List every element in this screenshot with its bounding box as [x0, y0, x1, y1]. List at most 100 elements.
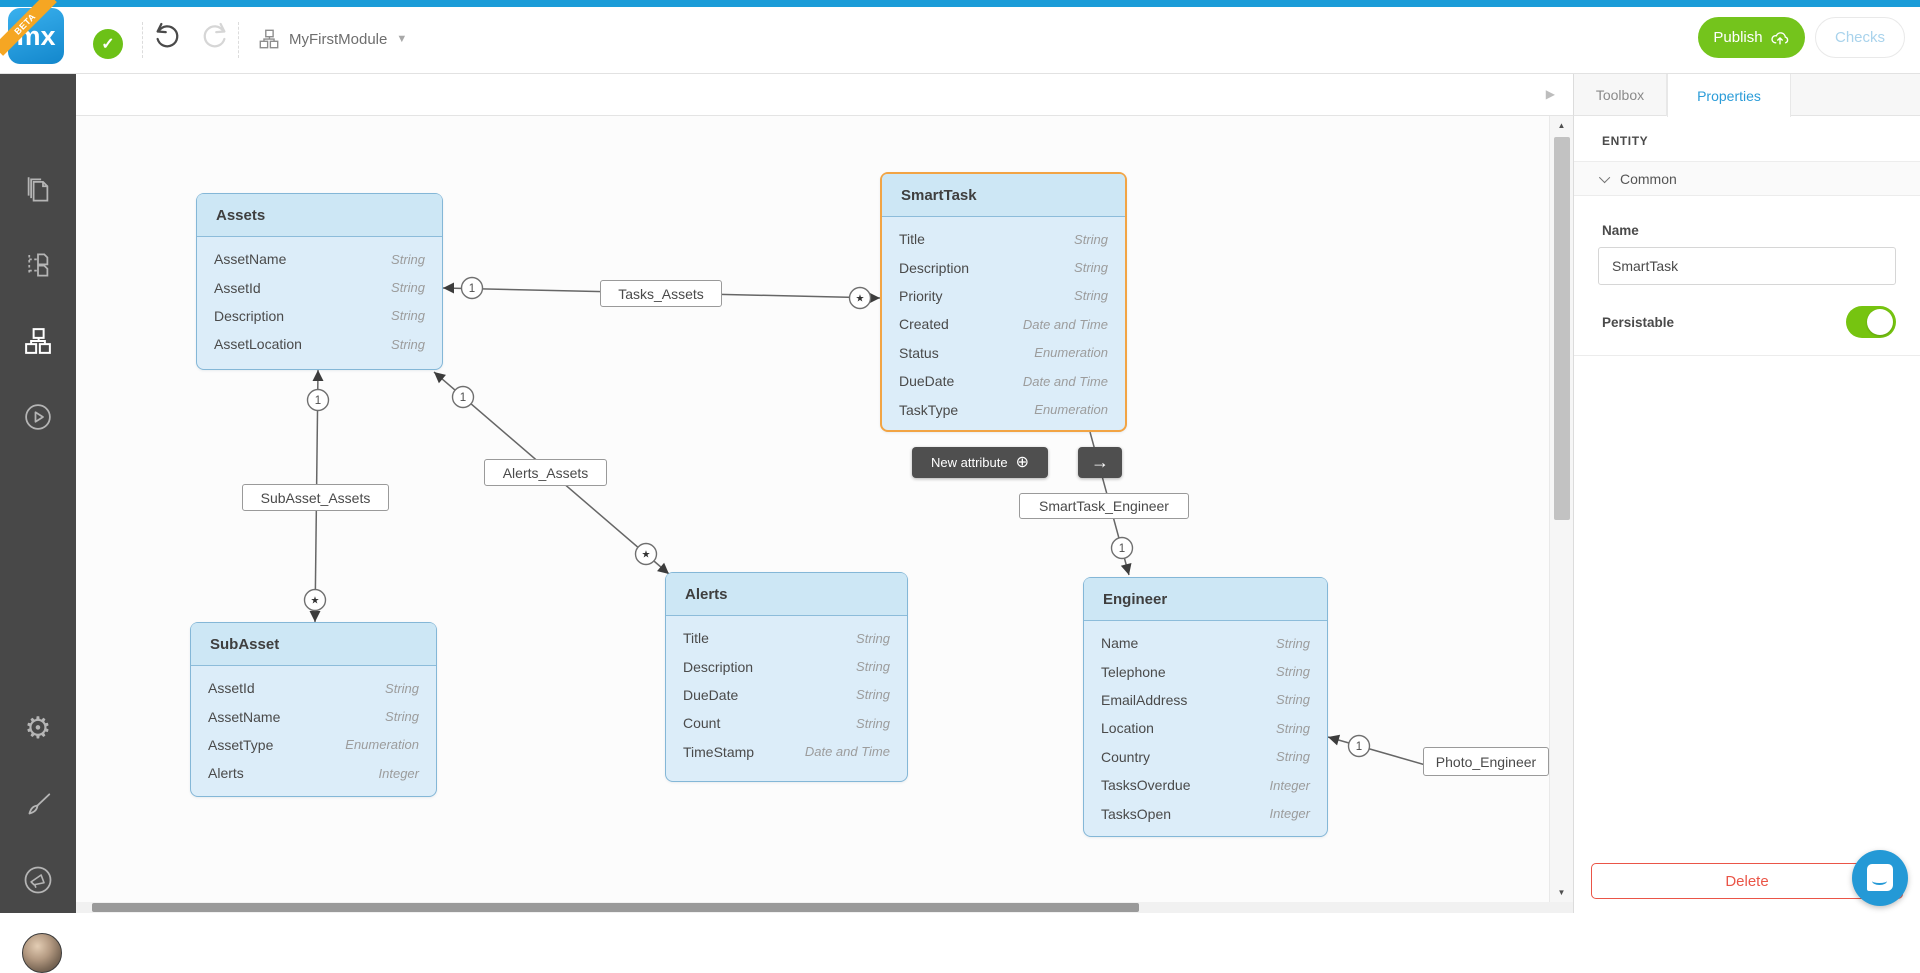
redo-button[interactable]: [200, 19, 236, 59]
association-label-alerts_assets[interactable]: Alerts_Assets: [484, 459, 607, 486]
paintbrush-icon: [28, 793, 51, 815]
module-selector[interactable]: MyFirstModule ▼: [258, 21, 407, 57]
attribute-type: String: [1074, 288, 1108, 304]
attribute-type: String: [856, 630, 890, 646]
vertical-scroll-thumb[interactable]: [1554, 137, 1570, 520]
attribute-name: Country: [1101, 748, 1151, 765]
attribute-type: String: [856, 659, 890, 675]
attribute-type: Enumeration: [345, 737, 419, 753]
attribute-type: String: [1276, 692, 1310, 708]
mendix-logo[interactable]: mx BETA: [0, 0, 64, 64]
play-circle-icon: [25, 404, 51, 430]
association-label-photo_engineer[interactable]: Photo_Engineer: [1423, 747, 1549, 776]
association-label-smarttask_engineer[interactable]: SmartTask_Engineer: [1019, 493, 1189, 519]
user-avatar[interactable]: [22, 933, 62, 973]
sidebar-item-theme[interactable]: [23, 790, 53, 820]
canvas-horizontal-scrollbar[interactable]: [76, 902, 1573, 913]
model-status-check-button[interactable]: ✓: [93, 29, 123, 59]
sidebar-item-feedback[interactable]: [23, 865, 53, 895]
publish-button[interactable]: Publish: [1698, 17, 1805, 58]
new-attribute-button[interactable]: New attribute⊕: [912, 447, 1048, 478]
attribute-type: Date and Time: [1022, 316, 1108, 332]
tab-properties-label: Properties: [1697, 87, 1761, 104]
scroll-down-icon[interactable]: ▼: [1557, 888, 1566, 897]
redo-icon: [203, 22, 226, 48]
gear-icon: ⚙: [24, 712, 52, 745]
tab-properties[interactable]: Properties: [1667, 74, 1791, 117]
toggle-knob: [1867, 309, 1893, 335]
persistable-label: Persistable: [1602, 314, 1675, 330]
association-label-tasks_assets[interactable]: Tasks_Assets: [600, 280, 722, 307]
undo-button[interactable]: [152, 19, 188, 59]
sidebar-item-pages[interactable]: [23, 175, 53, 205]
sidebar-item-domain-model[interactable]: [23, 326, 53, 356]
attribute-name: Location: [1101, 720, 1154, 737]
canvas-vertical-scrollbar[interactable]: ▲ ▼: [1549, 116, 1573, 902]
entity-title: Alerts: [666, 573, 907, 616]
widgets-icon: [28, 253, 49, 277]
new-association-button[interactable]: →: [1078, 447, 1122, 478]
entity-title: SubAsset: [191, 623, 436, 666]
scroll-up-icon[interactable]: ▲: [1557, 121, 1566, 130]
svg-text:1: 1: [1356, 741, 1362, 753]
attribute-type: String: [391, 336, 425, 352]
collapse-panel-icon[interactable]: ▶: [1545, 87, 1555, 101]
checks-label: Checks: [1834, 29, 1886, 46]
checks-button[interactable]: Checks: [1815, 17, 1905, 58]
attribute-name: AssetId: [214, 279, 261, 296]
sidebar-item-settings[interactable]: ⚙: [23, 714, 53, 744]
separator: [142, 22, 143, 58]
entity-name-input[interactable]: [1598, 247, 1896, 285]
section-divider: [1574, 355, 1920, 356]
horizontal-scroll-thumb[interactable]: [92, 903, 1139, 912]
association-label-subasset_assets[interactable]: SubAsset_Assets: [242, 484, 389, 511]
chat-widget-button[interactable]: [1852, 850, 1908, 906]
domain-model-icon: [25, 328, 51, 354]
persistable-toggle[interactable]: [1846, 306, 1896, 338]
sidebar-item-microflows[interactable]: [23, 402, 53, 432]
section-common-header[interactable]: Common: [1574, 162, 1920, 196]
megaphone-icon: [24, 866, 52, 894]
sidebar-item-widgets[interactable]: [23, 250, 53, 280]
chat-bubble-icon: [1867, 864, 1893, 891]
tab-toolbox[interactable]: Toolbox: [1574, 74, 1667, 116]
delete-button[interactable]: Delete: [1591, 863, 1903, 899]
attribute-name: AssetId: [208, 680, 255, 697]
attribute-type: Integer: [378, 765, 419, 781]
